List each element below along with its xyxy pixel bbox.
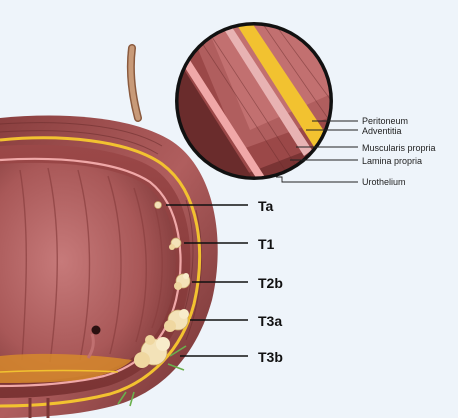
label-peritoneum: Peritoneum: [362, 116, 408, 126]
tumor-ta: [155, 202, 162, 209]
label-lamina-propria: Lamina propria: [362, 156, 422, 166]
label-stage-t3b: T3b: [258, 349, 283, 365]
label-stage-ta: Ta: [258, 198, 274, 214]
label-adventitia: Adventitia: [362, 126, 402, 136]
label-muscularis-propria: Muscularis propria: [362, 143, 436, 153]
label-urothelium: Urothelium: [362, 177, 406, 187]
label-stage-t3a: T3a: [258, 313, 282, 329]
label-stage-t1: T1: [258, 236, 275, 252]
label-stage-t2b: T2b: [258, 275, 283, 291]
